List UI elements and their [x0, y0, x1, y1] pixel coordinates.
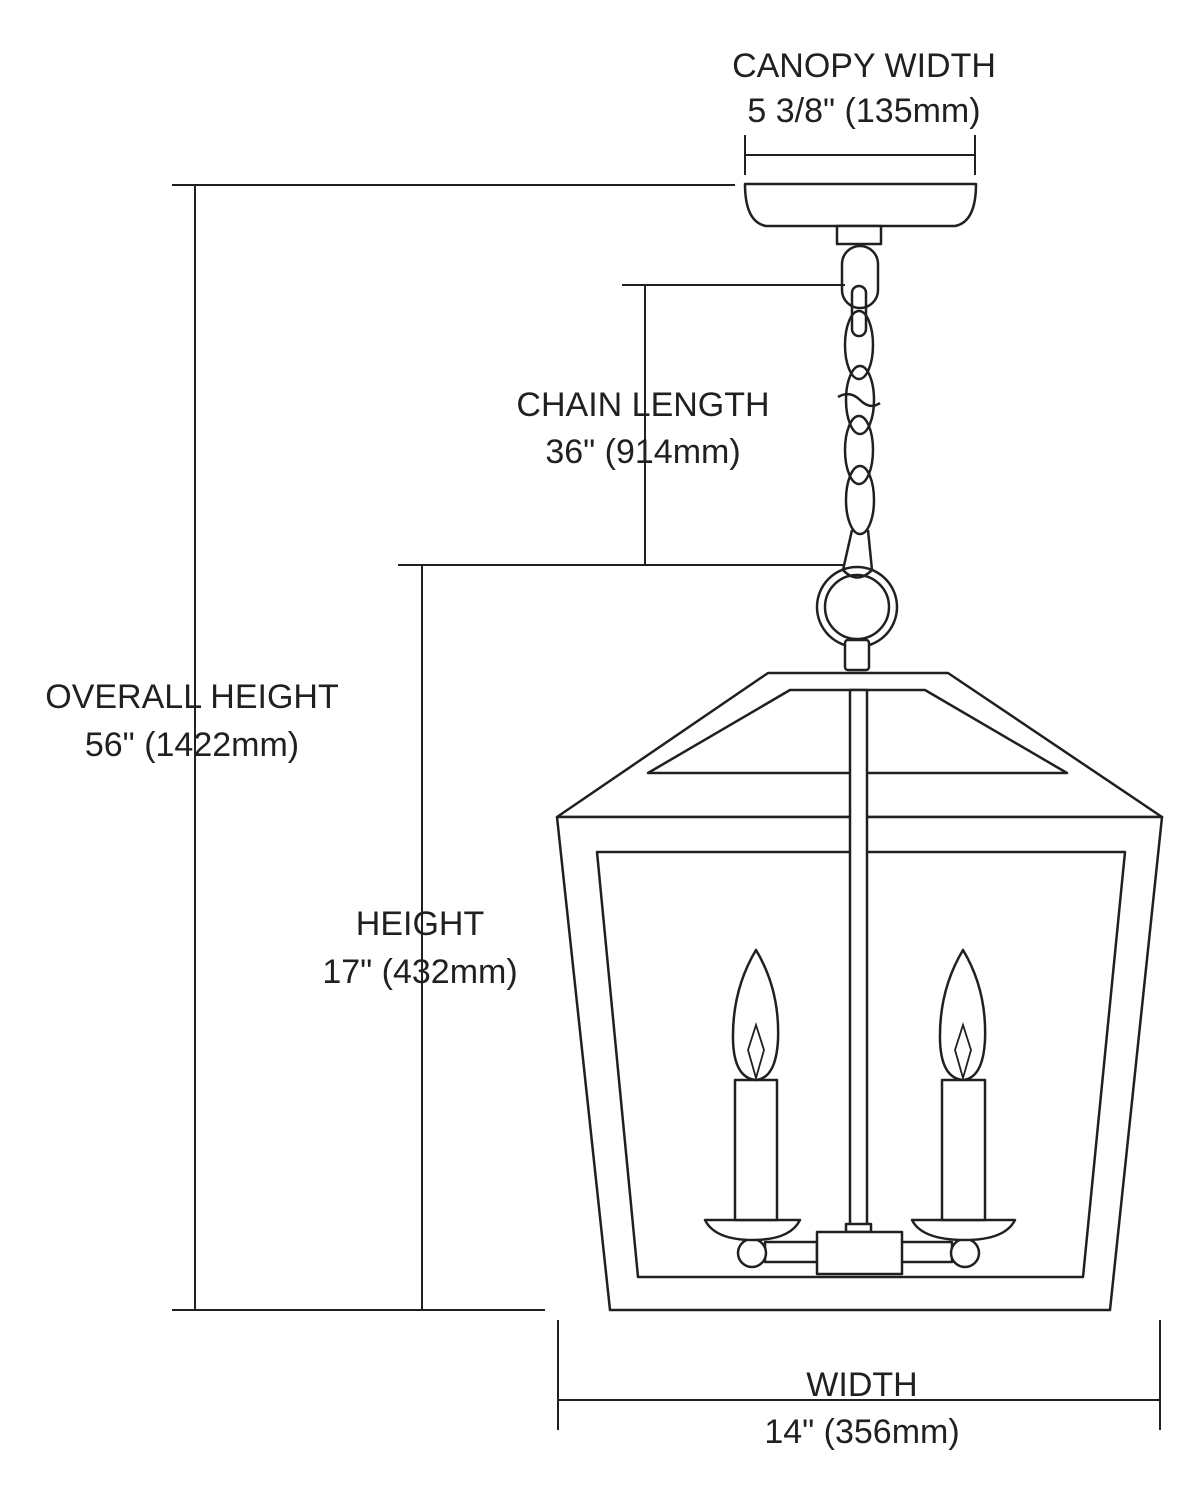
canopy-width-label: CANOPY WIDTH 5 3/8" (135mm)	[732, 47, 996, 130]
canopy-width-title: CANOPY WIDTH	[732, 47, 996, 85]
lantern	[555, 671, 1164, 1312]
dimension-lines	[172, 135, 1161, 1430]
height-title: HEIGHT	[356, 905, 484, 943]
overall-height-line	[172, 184, 735, 1311]
canopy-width-value: 5 3/8" (135mm)	[747, 92, 980, 130]
chain-length-value: 36" (914mm)	[545, 433, 740, 471]
hanging-ring	[815, 565, 899, 672]
overall-height-value: 56" (1422mm)	[85, 726, 299, 764]
chain-length-line	[398, 284, 845, 566]
overall-height-title: OVERALL HEIGHT	[45, 678, 338, 716]
overall-height-label: OVERALL HEIGHT 56" (1422mm)	[45, 678, 338, 764]
chain-length-label: CHAIN LENGTH 36" (914mm)	[516, 386, 769, 471]
canopy	[743, 182, 978, 246]
width-label: WIDTH 14" (356mm)	[764, 1366, 959, 1451]
width-line	[557, 1320, 1161, 1430]
height-value: 17" (432mm)	[322, 953, 517, 991]
chain-length-title: CHAIN LENGTH	[516, 386, 769, 424]
canopy-width-line	[744, 135, 976, 175]
height-label: HEIGHT 17" (432mm)	[322, 905, 517, 991]
width-title: WIDTH	[806, 1366, 917, 1404]
width-value: 14" (356mm)	[764, 1413, 959, 1451]
candle-cluster	[703, 948, 1017, 1276]
chain	[837, 244, 881, 579]
